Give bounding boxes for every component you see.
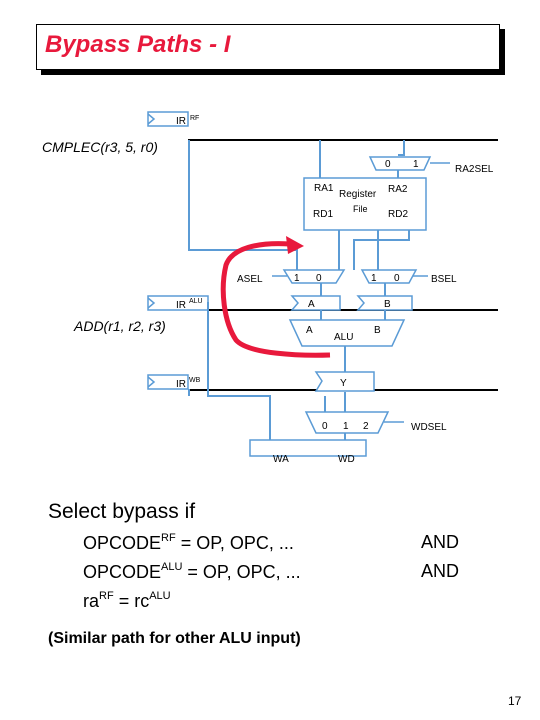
pipeline-reg-a: A [290,295,341,311]
bypass-path [220,236,331,358]
ra2sel-label: RA2SEL [455,164,494,175]
condition-3: raRF = rcALU [83,590,171,612]
ra2-label: RA2 [388,184,408,195]
alu-input-a: A [306,325,313,336]
ir-rf-register: IR RF [147,111,199,127]
wa-label: WA [273,454,289,465]
ir-alu-label: IR [176,300,186,311]
wdsel-mux-2: 2 [363,421,369,432]
and-label-1: AND [421,532,460,552]
condition-2: OPCODEALU = OP, OPC, ... [83,561,301,583]
condition-2-b: = OP, OPC, ... [182,562,301,582]
asel-label: ASEL [237,274,263,285]
page-title: Bypass Paths - I [45,31,231,58]
register-label: Register [339,189,377,200]
wdsel-mux-0: 0 [322,421,328,432]
pipeline-reg-b: B [356,295,413,311]
condition-2-a: OPCODE [83,562,162,582]
asel-mux: 1 0 ASEL [237,269,346,285]
condition-1: OPCODERF = OP, OPC, ... [83,532,294,554]
ir-wb-label: IR [176,379,186,390]
pipeline-reg-y: Y [314,371,375,392]
rd2-label: RD2 [388,209,408,220]
condition-3-sup2: ALU [149,590,171,602]
bsel-mux: 1 0 BSEL [360,269,457,285]
ir-rf-label: IR [176,116,186,127]
select-heading: Select bypass if [48,500,196,523]
asel-mux-1: 1 [294,273,300,284]
alu-input-b: B [374,325,381,336]
ir-rf-sup: RF [190,115,199,122]
rd1-label: RD1 [313,209,333,220]
page-number: 17 [508,694,522,708]
file-label: File [353,204,368,214]
alu-label: ALU [334,332,353,343]
alu: A ALU B [288,319,406,347]
ir-alu-register: IR ALU [147,295,209,311]
reg-y-label: Y [340,378,347,389]
condition-3-a: ra [83,591,100,611]
ir-wb-register: IR WB [147,374,201,390]
ir-wb-sup: WB [189,377,201,384]
bsel-mux-1: 1 [371,273,377,284]
condition-1-a: OPCODE [83,533,162,553]
ra2sel-mux: 0 1 RA2SEL [368,156,494,175]
condition-1-b: = OP, OPC, ... [175,533,294,553]
condition-2-sup: ALU [161,561,183,573]
asel-mux-0: 0 [316,273,322,284]
register-file: RA1 Register RA2 File RD1 RD2 [303,177,427,231]
wdsel-mux: 0 1 2 WDSEL [304,411,447,434]
bypass-arrowhead [286,236,304,254]
bsel-label: BSEL [431,274,457,285]
wd-label: WD [338,454,355,465]
ra1-label: RA1 [314,183,334,194]
wdsel-label: WDSEL [411,422,447,433]
ir-alu-sup: ALU [189,298,203,305]
condition-3-sup: RF [99,590,114,602]
instr-rf-label: CMPLEC(r3, 5, r0) [42,139,158,155]
regfile-write-ports: WA WD [249,439,367,465]
wires [188,140,410,440]
ra2sel-mux-0: 0 [385,159,391,170]
and-label-2: AND [421,561,460,581]
ra2sel-mux-1: 1 [413,159,419,170]
condition-3-b: = rc [113,591,150,611]
title-box: Bypass Paths - I [36,24,500,70]
reg-a-label: A [308,299,315,310]
instr-alu-label: ADD(r1, r2, r3) [73,318,166,334]
condition-1-sup: RF [161,532,176,544]
footnote: (Similar path for other ALU input) [48,630,301,647]
wdsel-mux-1: 1 [343,421,349,432]
reg-b-label: B [384,299,391,310]
bsel-mux-0: 0 [394,273,400,284]
